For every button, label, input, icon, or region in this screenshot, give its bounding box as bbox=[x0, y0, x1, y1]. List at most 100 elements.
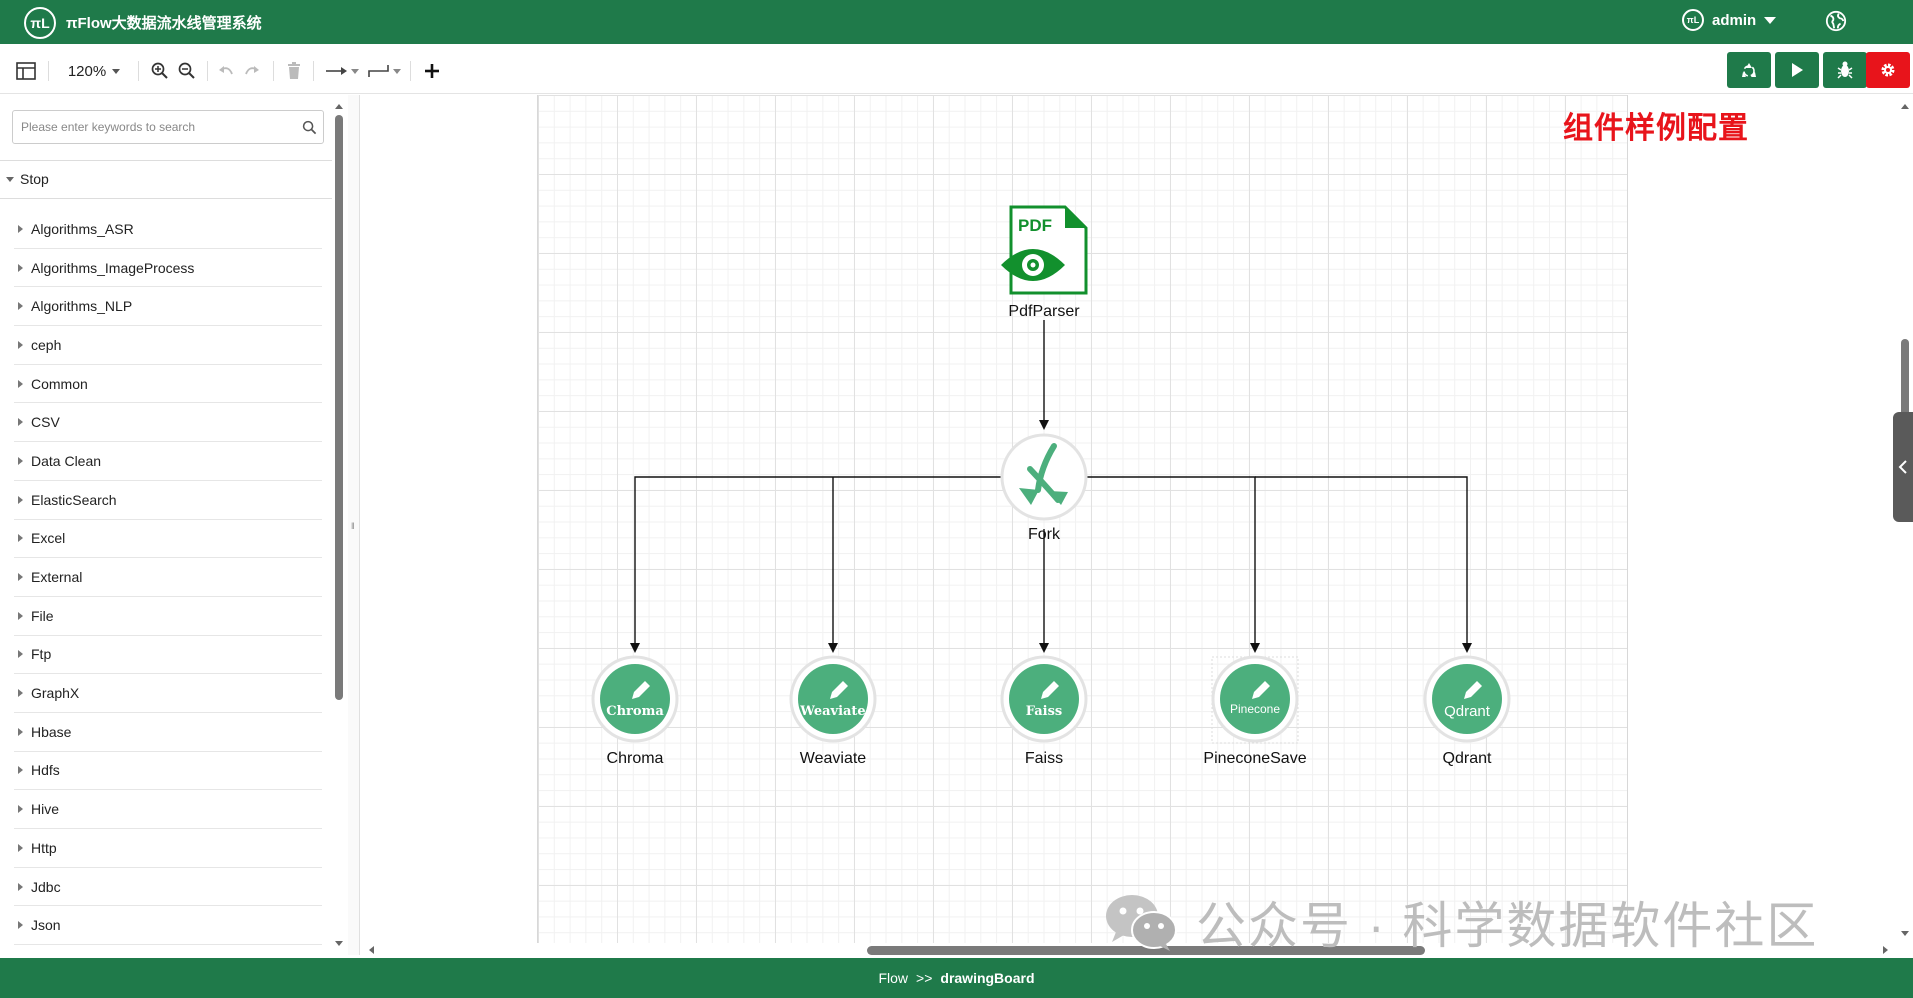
category-item[interactable]: Hbase bbox=[14, 713, 322, 752]
node-faiss[interactable]: Faiss bbox=[1000, 655, 1088, 743]
caret-right-icon bbox=[18, 495, 23, 504]
scroll-up-icon[interactable] bbox=[1899, 101, 1911, 111]
node-pineconesave[interactable]: Pinecone bbox=[1211, 655, 1299, 744]
category-item[interactable]: Http bbox=[14, 829, 322, 868]
breadcrumb-drawingboard: drawingBoard bbox=[940, 970, 1035, 986]
sidebar-scrollbar[interactable] bbox=[332, 95, 346, 955]
caret-right-icon bbox=[18, 921, 23, 930]
sidebar-scroll-thumb[interactable] bbox=[335, 115, 343, 700]
connection-style-select[interactable] bbox=[324, 59, 360, 83]
category-item[interactable]: Data Clean bbox=[14, 442, 322, 481]
canvas-horizontal-scrollbar[interactable] bbox=[361, 943, 1897, 957]
zoom-out-button[interactable] bbox=[177, 59, 197, 83]
node-label-pdfparser: PdfParser bbox=[1008, 303, 1080, 320]
settings-button[interactable] bbox=[1866, 52, 1910, 88]
category-item[interactable]: External bbox=[14, 558, 322, 597]
node-fork[interactable] bbox=[1000, 433, 1088, 521]
category-label: Http bbox=[31, 839, 57, 856]
category-item[interactable]: File bbox=[14, 597, 322, 636]
edge-fork-chroma bbox=[630, 476, 1011, 653]
category-label: Data Clean bbox=[31, 452, 102, 469]
delete-button[interactable] bbox=[284, 59, 304, 83]
category-label: ElasticSearch bbox=[31, 491, 117, 508]
zoom-in-icon bbox=[151, 62, 168, 79]
category-label: GraphX bbox=[31, 685, 80, 702]
scroll-down-icon[interactable] bbox=[1899, 929, 1911, 939]
breadcrumb-flow[interactable]: Flow bbox=[878, 970, 909, 986]
zoom-in-button[interactable] bbox=[150, 59, 170, 83]
breadcrumb: Flow >> drawingBoard bbox=[0, 958, 1913, 998]
category-item[interactable]: Json bbox=[14, 906, 322, 946]
app-logo[interactable]: πL bbox=[24, 7, 56, 39]
group-label: Stop bbox=[20, 171, 49, 187]
recycle-button[interactable] bbox=[1727, 52, 1771, 88]
globe-icon[interactable] bbox=[1825, 10, 1847, 32]
waypoint-style-select[interactable] bbox=[366, 59, 402, 83]
category-item[interactable]: CSV bbox=[14, 403, 322, 443]
caret-right-icon bbox=[18, 573, 23, 582]
gear-icon bbox=[1881, 63, 1895, 77]
sidebar-splitter[interactable]: ǁ bbox=[348, 95, 360, 955]
node-chroma[interactable]: Chroma bbox=[591, 655, 679, 743]
category-item[interactable]: ceph bbox=[14, 326, 322, 365]
run-button[interactable] bbox=[1775, 52, 1819, 88]
node-label-weaviate: Weaviate bbox=[799, 750, 867, 767]
category-label: Ftp bbox=[31, 646, 52, 663]
category-item[interactable]: ElasticSearch bbox=[14, 481, 322, 520]
drawing-canvas[interactable]: PDF Chroma Weaviate bbox=[361, 95, 1897, 945]
component-sidebar: Stop Algorithms_ASR Algorithms_ImageProce… bbox=[0, 95, 346, 955]
scroll-left-icon[interactable] bbox=[366, 944, 376, 956]
caret-right-icon bbox=[18, 418, 23, 427]
category-item[interactable]: Algorithms_ASR bbox=[14, 210, 322, 249]
user-menu[interactable]: πL admin bbox=[1682, 9, 1777, 31]
user-avatar-icon: πL bbox=[1682, 9, 1704, 31]
node-pdfparser[interactable]: PDF bbox=[1001, 205, 1088, 295]
add-button[interactable] bbox=[420, 59, 444, 83]
caret-right-icon bbox=[18, 224, 23, 233]
scroll-right-icon[interactable] bbox=[1881, 944, 1891, 956]
zoom-select[interactable]: 120% bbox=[64, 59, 124, 83]
category-item[interactable]: Common bbox=[14, 365, 322, 404]
format-panel-toggle[interactable] bbox=[14, 59, 38, 83]
node-qdrant[interactable]: Qdrant bbox=[1423, 655, 1511, 743]
category-label: Common bbox=[31, 375, 88, 392]
chevron-down-icon bbox=[112, 68, 121, 74]
scroll-down-icon[interactable] bbox=[332, 939, 346, 949]
chevron-down-icon bbox=[392, 68, 401, 74]
category-label: Jdbc bbox=[31, 878, 61, 895]
category-item[interactable]: Hive bbox=[14, 790, 322, 829]
category-item[interactable]: Algorithms_ImageProcess bbox=[14, 249, 322, 288]
search-input[interactable] bbox=[13, 111, 293, 143]
category-item[interactable]: Jdbc bbox=[14, 868, 322, 907]
node-label-faiss: Faiss bbox=[1024, 750, 1064, 767]
redo-icon bbox=[245, 66, 259, 75]
category-item[interactable]: Algorithms_NLP bbox=[14, 287, 322, 327]
scroll-up-icon[interactable] bbox=[332, 101, 346, 111]
play-icon bbox=[1792, 63, 1803, 77]
category-item[interactable]: Ftp bbox=[14, 636, 322, 675]
user-name: admin bbox=[1712, 11, 1757, 29]
search-icon[interactable] bbox=[302, 120, 317, 135]
edge-fork-qdrant bbox=[1255, 476, 1472, 653]
group-header-stop[interactable]: Stop bbox=[6, 171, 49, 187]
node-weaviate[interactable]: Weaviate bbox=[789, 655, 877, 743]
redo-button[interactable] bbox=[242, 59, 262, 83]
caret-right-icon bbox=[18, 882, 23, 891]
qdrant-icon-title: Qdrant bbox=[1444, 703, 1491, 720]
app-header: πL πFlow大数据流水线管理系统 πL admin bbox=[0, 0, 1913, 44]
debug-button[interactable] bbox=[1823, 52, 1867, 88]
elbow-connector-icon bbox=[367, 65, 389, 77]
category-label: Hbase bbox=[31, 723, 72, 740]
undo-button[interactable] bbox=[216, 59, 236, 83]
category-item[interactable]: Excel bbox=[14, 520, 322, 559]
category-label: Algorithms_ASR bbox=[31, 220, 134, 237]
caret-down-icon bbox=[6, 176, 14, 182]
category-label: External bbox=[31, 569, 83, 586]
pdf-badge-text: PDF bbox=[1018, 216, 1052, 235]
right-panel-toggle[interactable] bbox=[1893, 412, 1913, 522]
wechat-watermark: 公众号 · 科学数据软件社区 bbox=[1104, 886, 1818, 958]
category-item[interactable]: GraphX bbox=[14, 674, 322, 713]
horizontal-scroll-thumb[interactable] bbox=[867, 946, 1425, 955]
caret-right-icon bbox=[18, 340, 23, 349]
category-item[interactable]: Hdfs bbox=[14, 752, 322, 791]
